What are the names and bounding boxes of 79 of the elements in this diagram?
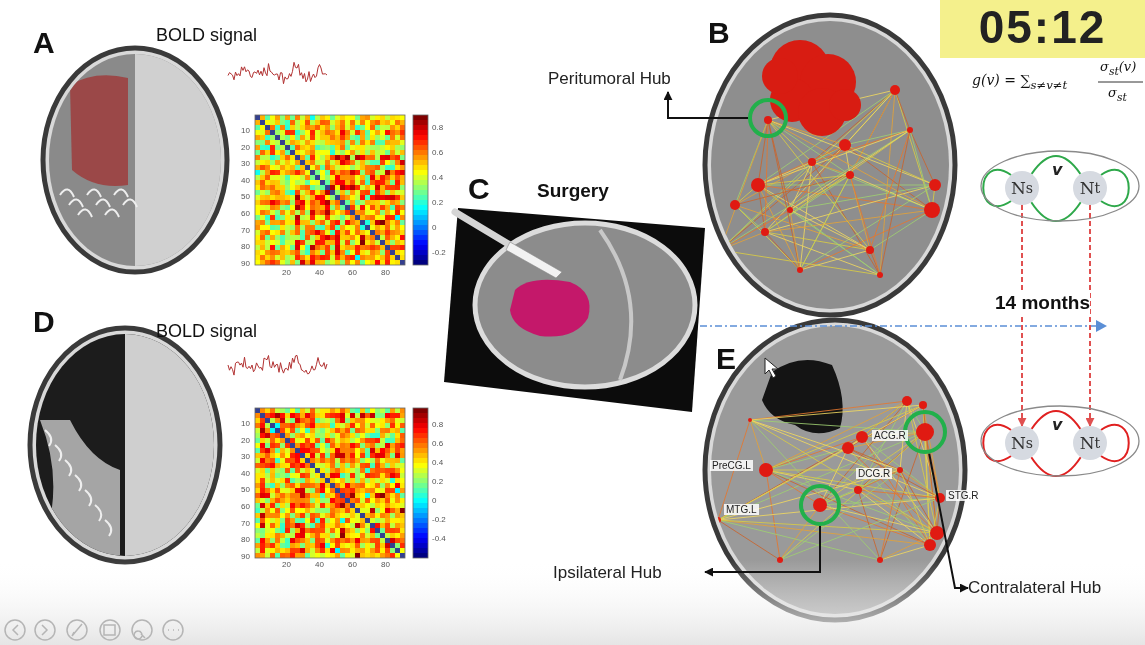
connector-line	[982, 423, 1013, 463]
arrow	[663, 91, 749, 119]
formula-text: g(v) = ∑$_{s≠v≠t}$	[972, 72, 1068, 92]
axis-tick-label: 20	[240, 142, 250, 152]
formula-text: σ$_{st}$	[1108, 85, 1127, 104]
axis-tick-label: 30	[240, 159, 250, 169]
region-label: DCG.R	[856, 468, 893, 479]
axis-tick-label: 60	[240, 502, 250, 511]
connector-line	[1099, 168, 1130, 208]
connector-line	[1099, 423, 1130, 463]
axis-tick-label: 90	[240, 258, 250, 268]
axis-tick-label: 60	[348, 560, 357, 569]
region-label: STG.R	[946, 490, 981, 501]
callout-label: Peritumoral Hub	[548, 66, 710, 92]
colorbar-tick-label: 0	[432, 223, 437, 232]
axis-tick-label: 30	[240, 452, 250, 462]
connector-line	[1030, 456, 1082, 478]
colorbar-tick-label: 0.4	[432, 173, 444, 182]
panel-title: BOLD signal	[156, 25, 258, 46]
callout-label: Contralateral Hub	[968, 575, 1142, 601]
arrow	[928, 452, 969, 593]
colorbar-tick-label: 0.8	[432, 420, 444, 429]
colorbar-tick-label: -0.2	[432, 248, 446, 257]
network-ellipse	[980, 405, 1140, 477]
colorbar-tick-label: 0	[432, 496, 437, 505]
region-label: PreCG.L	[710, 460, 753, 471]
formula-text: σ$_{st}$(v)	[1100, 59, 1137, 78]
axis-tick-label: 40	[240, 175, 250, 185]
colorbar-tick-label: 0.4	[432, 458, 444, 467]
dashed-arrow	[1085, 204, 1095, 427]
axis-tick-label: 80	[381, 560, 390, 569]
timer-display: 05:12	[940, 0, 1145, 58]
connector-line	[1030, 409, 1082, 430]
panel-letter: A	[33, 26, 55, 60]
axis-tick-label: 40	[315, 268, 324, 277]
dashed-arrow	[1017, 204, 1027, 427]
colorbar-tick-label: -0.2	[432, 515, 446, 524]
axis-tick-label: 80	[240, 242, 250, 252]
interval-label: 14 months	[995, 292, 1091, 314]
axis-tick-label: 90	[240, 551, 250, 561]
axis-tick-label: 20	[282, 268, 291, 277]
region-label: MTG.L	[724, 504, 759, 515]
axis-tick-label: 80	[240, 535, 250, 545]
axis-tick-label: 10	[240, 419, 250, 428]
panel-letter: B	[708, 16, 730, 50]
colorbar-tick-label: 0.2	[432, 477, 444, 486]
panel-title: BOLD signal	[156, 321, 258, 342]
hub-marker-ring	[799, 484, 841, 526]
connector-line	[1030, 154, 1082, 175]
panel-letter: D	[33, 305, 55, 339]
colorbar-tick-label: 0.6	[432, 148, 444, 157]
axis-tick-label: 40	[315, 560, 324, 569]
axis-tick-label: 60	[348, 268, 357, 277]
region-label: ACG.R	[872, 430, 908, 441]
axis-tick-label: 10	[240, 126, 250, 135]
colorbar-tick-label: 0.8	[432, 123, 444, 132]
network-ellipse	[980, 150, 1140, 222]
axis-tick-label: 20	[240, 435, 250, 445]
callout-label: Ipsilateral Hub	[553, 560, 705, 586]
panel-title: Surgery	[537, 180, 609, 202]
axis-tick-label: 40	[240, 468, 250, 478]
axis-tick-label: 80	[381, 268, 390, 277]
connector-line	[982, 168, 1013, 208]
colorbar-tick-label: -0.4	[432, 534, 446, 543]
panel-letter: C	[468, 172, 490, 206]
variable-label: v	[1052, 160, 1063, 179]
axis-tick-label: 50	[240, 192, 250, 202]
panel-letter: E	[716, 342, 736, 376]
hub-marker-ring	[748, 98, 788, 138]
variable-label: v	[1052, 415, 1063, 434]
axis-tick-label: 20	[282, 560, 291, 569]
colorbar-tick-label: 0.6	[432, 439, 444, 448]
axis-tick-label: 60	[240, 209, 250, 218]
connector-line	[1030, 201, 1082, 223]
colorbar-tick-label: 0.2	[432, 198, 444, 207]
arrow	[704, 525, 821, 577]
axis-tick-label: 70	[240, 518, 250, 528]
axis-tick-label: 50	[240, 485, 250, 495]
axis-tick-label: 70	[240, 225, 250, 235]
